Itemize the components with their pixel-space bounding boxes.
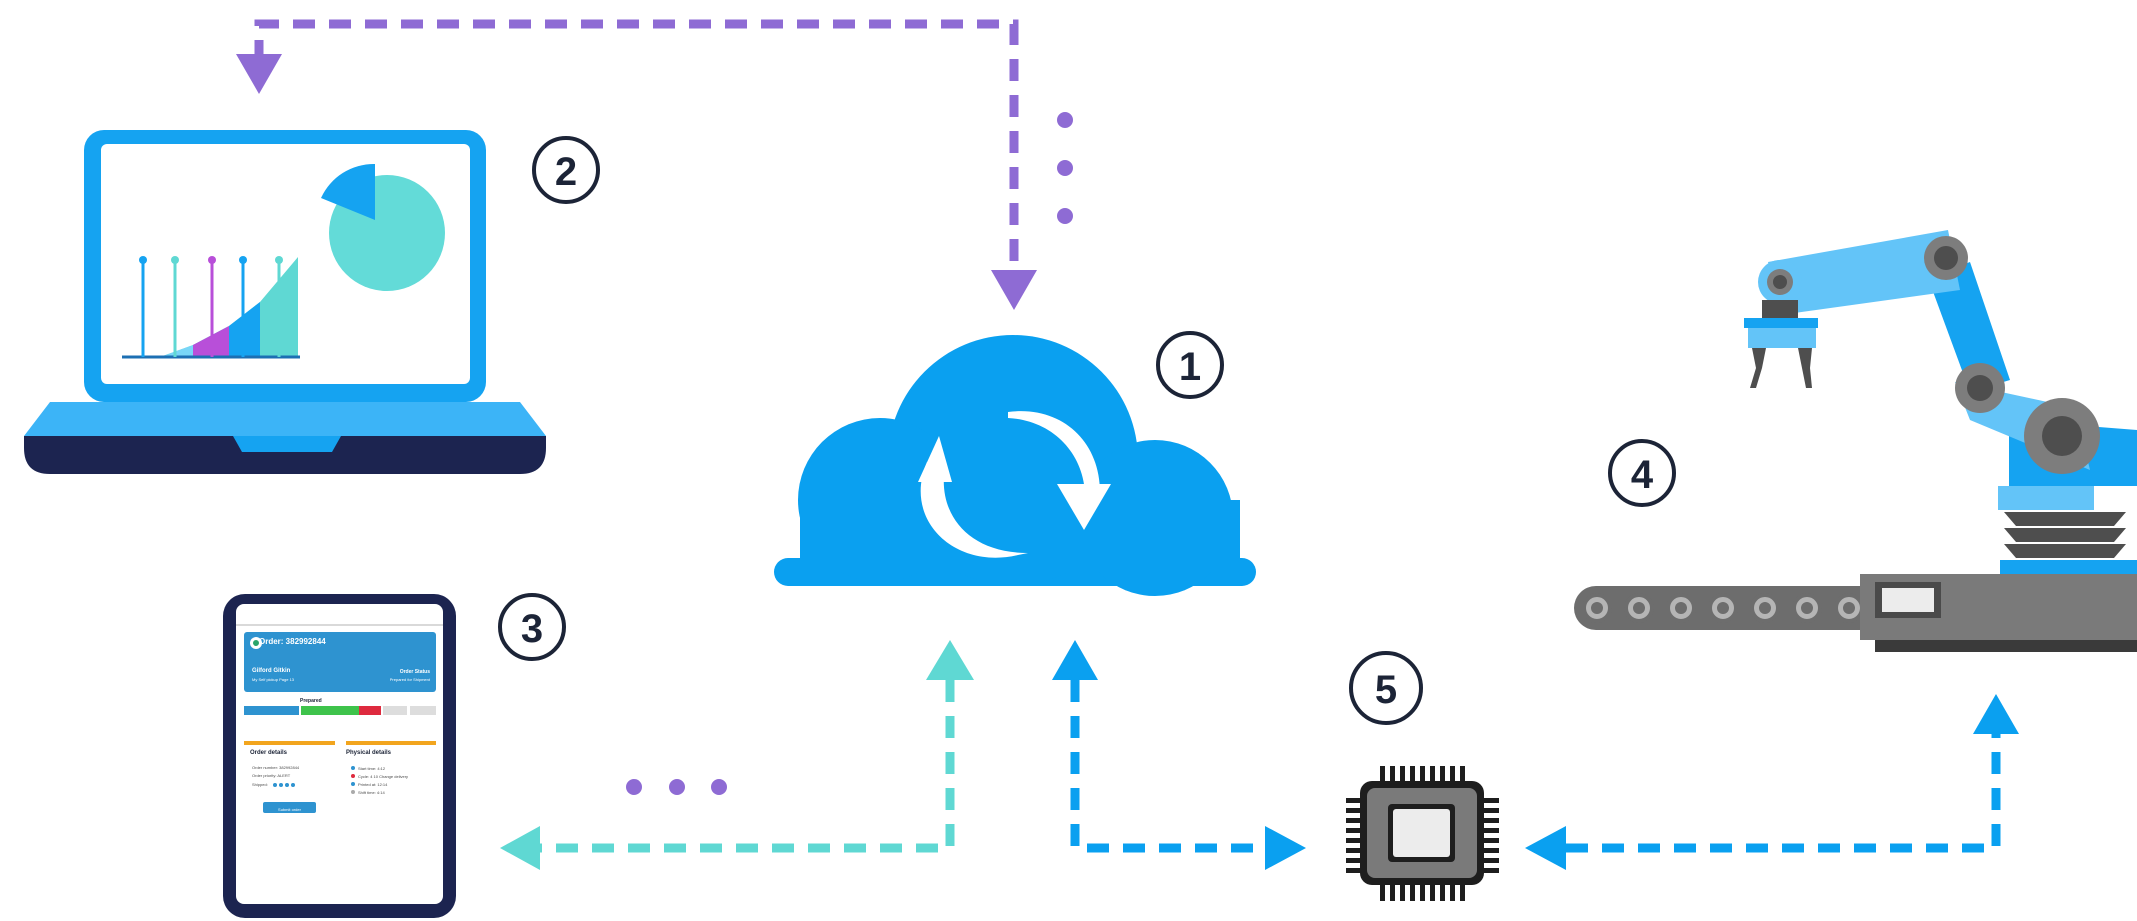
purple-ellipsis-dots <box>1057 112 1073 224</box>
step-number-2: 2 <box>555 150 577 194</box>
step-badge-3: 3 <box>498 593 566 661</box>
arrowhead-to-cloud-teal <box>926 640 974 680</box>
physical-details-title: Physical details <box>346 750 392 756</box>
sync-arrows-icon <box>918 411 1111 558</box>
arrowhead-to-tablet <box>500 826 540 870</box>
step-number-3: 3 <box>521 607 543 651</box>
arrowhead-to-chip <box>1265 826 1306 870</box>
arrowhead-to-cloud-purple <box>991 270 1037 310</box>
tablet-device <box>223 594 456 918</box>
connector-cloud-to-tablet <box>540 680 955 853</box>
step-badge-5: 5 <box>1349 651 1423 725</box>
physical-details-line-3: Printed at: 12:14 <box>358 782 388 787</box>
purple-ellipsis-dots-bottom <box>626 779 727 795</box>
arrowhead-to-robot <box>1973 694 2019 734</box>
arrowhead-from-robot-to-chip <box>1525 826 1566 870</box>
physical-details-line-4: Shift time: 4:14 <box>358 790 385 795</box>
physical-details-line-1: Start time: 4:12 <box>358 766 386 771</box>
step-number-5: 5 <box>1375 668 1397 712</box>
area-chart <box>122 256 300 359</box>
connector-chip-to-robot <box>1566 732 2001 853</box>
order-details-line-2: Order priority: ALERT <box>252 773 291 778</box>
step-number-1: 1 <box>1179 345 1201 389</box>
arrowhead-to-laptop <box>236 54 282 94</box>
cloud-sync <box>774 335 1256 596</box>
tablet-screen-text: Order: 382992844 Gilford Gitkin My Self … <box>244 632 436 822</box>
customer-name: Gilford Gitkin <box>252 668 291 674</box>
customer-sub: My Self pickup Page 13 <box>252 677 295 682</box>
step-number-4: 4 <box>1631 453 1654 497</box>
pie-chart <box>321 163 445 291</box>
order-status-sub: Prepared for Shipment <box>389 677 430 682</box>
conveyor-belt <box>1574 574 2137 652</box>
robotic-arm <box>1744 230 2137 574</box>
connector-cloud-to-laptop <box>254 19 1019 272</box>
arrowhead-to-cloud-blue <box>1052 640 1098 680</box>
order-details-line-3: Shipped: <box>252 782 268 787</box>
order-details-title: Order details <box>250 750 288 756</box>
step-badge-2: 2 <box>532 136 600 204</box>
order-status-title: Order Status <box>399 669 430 675</box>
physical-details-line-2: Cycle: 4 10 Change delivery <box>358 774 409 779</box>
progress-label: Prepared <box>300 698 322 704</box>
step-badge-1: 1 <box>1156 331 1224 399</box>
connector-cloud-to-chip <box>1070 680 1265 853</box>
step-badge-4: 4 <box>1608 439 1676 507</box>
order-title: Order: 382992844 <box>259 637 326 646</box>
submit-order-button[interactable]: Submit order <box>278 807 301 812</box>
order-details-line-1: Order number: 382992844 <box>252 765 300 770</box>
laptop-dashboard <box>24 130 546 474</box>
processor-chip-icon <box>1346 766 1499 901</box>
